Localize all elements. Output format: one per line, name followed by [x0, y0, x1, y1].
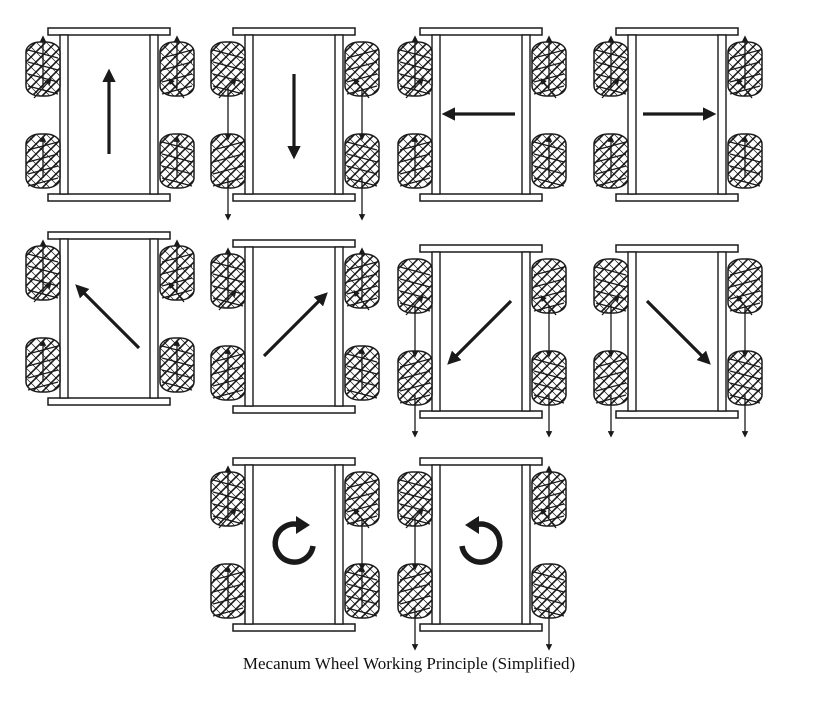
vehicle-diagonal-down-left	[398, 245, 566, 435]
rotation-arrow	[275, 524, 313, 562]
chassis-plate-bottom	[233, 194, 355, 201]
motion-grid	[26, 28, 762, 648]
side-rail-right	[150, 239, 158, 398]
side-rail-right	[522, 465, 530, 624]
side-rail-right	[335, 247, 343, 406]
side-rail-left	[60, 35, 68, 194]
motion-arrow	[79, 288, 139, 348]
vehicle-rotate-counterclockwise	[398, 458, 566, 648]
mecanum-wheel-icon	[345, 472, 379, 526]
vehicle-forward	[26, 28, 194, 201]
side-rail-left	[628, 252, 636, 411]
chassis-plate-bottom	[48, 398, 170, 405]
mecanum-wheel-icon	[728, 259, 762, 313]
side-rail-left	[245, 247, 253, 406]
chassis-plate-bottom	[616, 411, 738, 418]
chassis-plate-top	[420, 245, 542, 252]
chassis-plate-bottom	[233, 406, 355, 413]
vehicle-backward	[211, 28, 379, 218]
side-rail-left	[245, 465, 253, 624]
side-rail-left	[432, 465, 440, 624]
mecanum-wheel-icon	[345, 42, 379, 96]
chassis-plate-top	[48, 232, 170, 239]
chassis-plate-top	[48, 28, 170, 35]
side-rail-left	[432, 35, 440, 194]
rotation-arrow	[462, 524, 500, 562]
side-rail-right	[335, 465, 343, 624]
mecanum-wheel-icon	[532, 259, 566, 313]
chassis-plate-bottom	[616, 194, 738, 201]
motion-arrow	[264, 296, 324, 356]
side-rail-right	[522, 35, 530, 194]
vehicle-diagonal-up-right	[211, 240, 379, 413]
chassis-plate-top	[420, 458, 542, 465]
vehicle-strafe-right	[594, 28, 762, 201]
chassis-plate-top	[420, 28, 542, 35]
chassis-plate-top	[233, 240, 355, 247]
chassis-plate-top	[233, 458, 355, 465]
motion-arrow	[451, 301, 511, 361]
diagram-caption: Mecanum Wheel Working Principle (Simplif…	[0, 654, 818, 674]
chassis-plate-bottom	[420, 411, 542, 418]
side-rail-right	[522, 252, 530, 411]
motion-arrow	[647, 301, 707, 361]
chassis-plate-top	[233, 28, 355, 35]
side-rail-left	[628, 35, 636, 194]
side-rail-left	[432, 252, 440, 411]
side-rail-left	[60, 239, 68, 398]
vehicle-diagonal-down-right	[594, 245, 762, 435]
vehicle-strafe-left	[398, 28, 566, 201]
side-rail-right	[150, 35, 158, 194]
chassis-plate-bottom	[233, 624, 355, 631]
rotation-arrowhead	[465, 516, 479, 534]
side-rail-right	[718, 252, 726, 411]
chassis-plate-bottom	[420, 194, 542, 201]
chassis-plate-top	[616, 245, 738, 252]
side-rail-right	[335, 35, 343, 194]
chassis-plate-bottom	[420, 624, 542, 631]
vehicle-diagonal-up-left	[26, 232, 194, 405]
side-rail-left	[245, 35, 253, 194]
chassis-plate-bottom	[48, 194, 170, 201]
rotation-arrowhead	[296, 516, 310, 534]
vehicle-rotate-clockwise	[211, 458, 379, 631]
side-rail-right	[718, 35, 726, 194]
chassis-plate-top	[616, 28, 738, 35]
